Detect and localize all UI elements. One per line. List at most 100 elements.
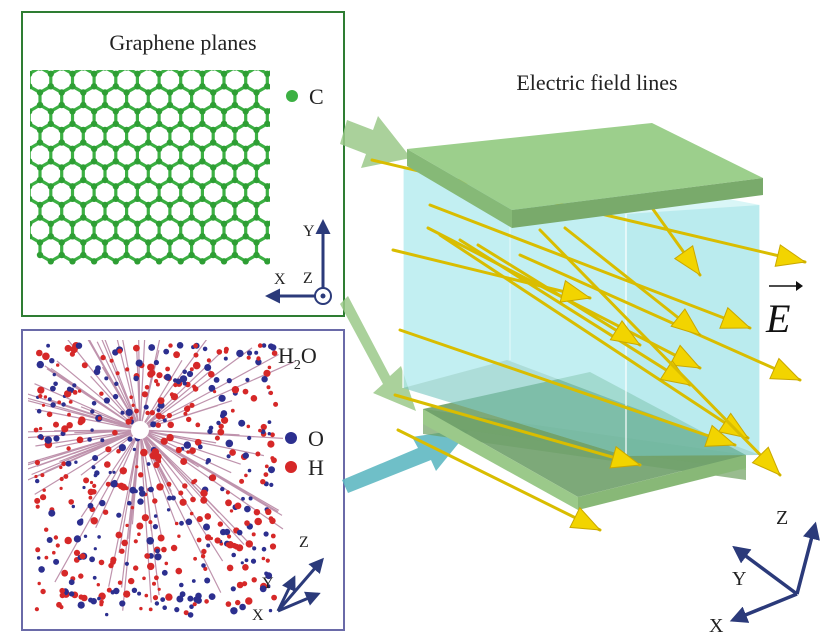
carbon-atom <box>211 70 216 71</box>
carbon-atom <box>188 176 195 184</box>
carbon-atom <box>134 220 141 227</box>
oxygen-atom <box>97 596 101 601</box>
carbon-atom <box>123 201 130 209</box>
oxygen-atom <box>127 436 133 442</box>
oxygen-atom <box>263 531 269 537</box>
hydrogen-atom <box>117 580 123 585</box>
carbon-atom <box>123 164 130 171</box>
hydrogen-atom <box>170 544 178 552</box>
hydrogen-atom <box>195 422 201 428</box>
carbon-atom <box>264 195 270 202</box>
carbon-atom <box>58 239 65 246</box>
carbon-atom <box>58 164 65 171</box>
hydrogen-atom <box>110 556 117 563</box>
field-line <box>396 428 602 532</box>
hydrogen-atom <box>173 351 181 359</box>
carbon-atom <box>155 220 163 227</box>
hydrogen-atom <box>265 558 270 563</box>
carbon-atom <box>210 101 217 109</box>
carbon-atom <box>199 70 206 78</box>
hydrogen-atom <box>79 553 86 560</box>
carbon-atom <box>58 214 65 221</box>
oxygen-atom <box>163 348 170 355</box>
graphene-panel-title: Graphene planes <box>109 30 256 55</box>
hydrogen-atom <box>131 403 135 407</box>
oxygen-atom <box>131 587 138 593</box>
oxygen-atom <box>99 499 106 507</box>
oxygen-atom <box>230 607 238 615</box>
hydrogen-atom <box>63 390 72 398</box>
carbon-atom <box>47 158 54 165</box>
carbon-atom <box>231 239 239 246</box>
oxygen-legend-label: O <box>308 426 324 451</box>
carbon-atom <box>124 70 129 71</box>
carbon-atom <box>242 145 249 152</box>
hydrogen-atom <box>41 403 46 407</box>
oxygen-atom <box>93 473 98 478</box>
carbon-atom <box>166 239 174 246</box>
oxygen-atom <box>193 596 200 603</box>
hydrogen-atom <box>119 548 125 554</box>
oxygen-atom <box>88 597 94 603</box>
hydrogen-atom <box>185 405 191 411</box>
oxygen-atom <box>260 429 266 435</box>
oxygen-atom <box>245 377 250 382</box>
carbon-atom <box>177 120 184 128</box>
hydrogen-atom <box>155 456 161 462</box>
hydrogen-atom <box>221 416 229 424</box>
field-line <box>518 253 802 382</box>
carbon-atom <box>30 195 33 202</box>
carbon-atom <box>58 201 65 209</box>
carbon-atom <box>69 183 76 190</box>
oxygen-atom <box>46 537 53 543</box>
carbon-atom <box>36 164 44 171</box>
oxygen-atom <box>208 384 216 392</box>
hydrogen-atom <box>78 573 84 579</box>
oxygen-atom <box>174 607 180 613</box>
oxygen-atom <box>161 569 168 576</box>
hydrogen-atom <box>193 478 198 483</box>
oxygen-atom <box>77 601 85 609</box>
carbon-atom <box>36 239 44 246</box>
hydrogen-atom <box>183 411 188 416</box>
hydrogen-atom <box>76 436 84 444</box>
carbon-atom <box>123 126 130 134</box>
hydrogen-atom <box>244 520 250 526</box>
carbon-atom <box>155 70 163 78</box>
hydrogen-atom <box>260 423 267 431</box>
oxygen-atom <box>236 529 243 536</box>
carbon-atom <box>177 158 184 165</box>
carbon-atom <box>112 83 120 90</box>
oxygen-atom <box>87 502 94 509</box>
carbon-atom <box>145 89 152 96</box>
carbon-atom <box>253 126 260 134</box>
water-axis-z-label: Z <box>299 534 309 551</box>
carbon-atom <box>231 251 239 259</box>
hydrogen-atom <box>109 358 114 363</box>
carbon-atom <box>80 176 87 184</box>
hydrogen-atom <box>263 369 271 377</box>
carbon-atom <box>134 233 141 240</box>
carbon-atom <box>30 108 33 115</box>
hydrogen-atom <box>271 350 278 357</box>
carbon-atom <box>30 145 33 152</box>
oxygen-atom <box>92 455 99 461</box>
hydrogen-atom <box>123 590 131 598</box>
carbon-atom <box>242 220 249 227</box>
carbon-atom <box>47 195 54 202</box>
carbon-atom <box>220 108 228 115</box>
carbon-atom <box>36 214 44 221</box>
graphene-bonds <box>30 70 270 263</box>
oxygen-atom <box>204 364 212 371</box>
carbon-atom <box>90 258 98 265</box>
oxygen-atom <box>50 402 56 408</box>
oxygen-atom <box>36 360 44 369</box>
hydrogen-atom <box>78 594 84 600</box>
oxygen-atom <box>119 600 126 607</box>
carbon-atom <box>177 145 184 152</box>
carbon-atom <box>231 214 239 221</box>
main-axis-x-label: X <box>709 615 724 637</box>
carbon-atom <box>69 70 76 78</box>
carbon-atom <box>47 70 54 78</box>
oxygen-atom <box>167 495 172 501</box>
